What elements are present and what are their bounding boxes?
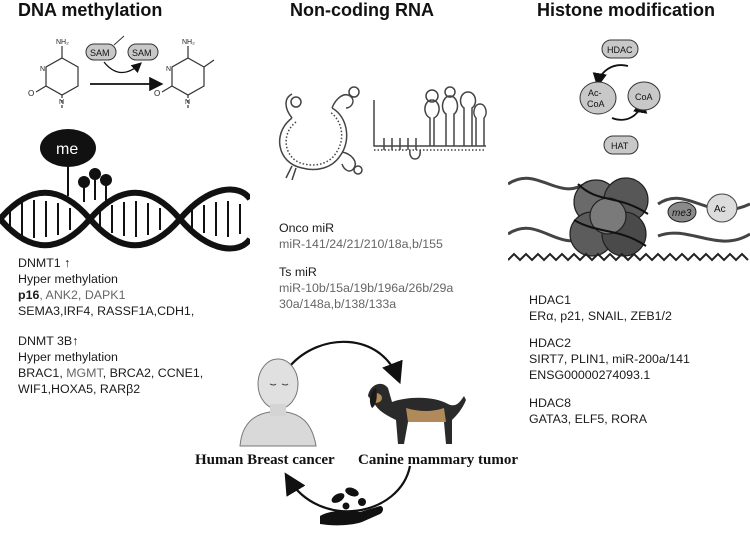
mirna-loop-structure — [278, 86, 363, 181]
methyl-lollipops — [78, 168, 112, 202]
title-histone-modification: Histone modification — [537, 0, 716, 20]
hand-pills-icon — [320, 487, 383, 526]
dnmt3b-genes-line2: WIF1,HOXA5, RARβ2 — [18, 382, 141, 396]
ts-mir-list-line1: miR-10b/15a/19b/196a/26b/29a — [279, 281, 454, 295]
n-label-right-top: N — [166, 66, 171, 73]
n-label-left-bottom: N — [59, 99, 64, 106]
acoa-label-line2: CoA — [587, 99, 605, 109]
histone-octamer — [569, 177, 649, 257]
me3-mark — [667, 201, 697, 223]
acoa-label-line1: Ac- — [588, 88, 602, 98]
dna-helix — [0, 186, 250, 252]
n-label-left-top: N — [40, 66, 45, 73]
hdac2-genes-line2: ENSG00000274093.1 — [529, 368, 651, 382]
dnmt3b-header: DNMT 3B↑ — [18, 334, 79, 348]
me3-label: me3 — [672, 208, 692, 219]
cycle-arrow-top — [592, 64, 629, 88]
coa-node — [627, 81, 661, 111]
hdac1-header: HDAC1 — [529, 293, 571, 307]
hdac-node — [601, 39, 639, 59]
hdac1-genes: ERα, p21, SNAIL, ZEB1/2 — [529, 309, 672, 323]
nh2-label-left: NH₂ — [56, 39, 69, 46]
title-dna-methylation: DNA methylation — [18, 0, 163, 20]
hat-node-label: HAT — [611, 141, 629, 151]
human-figure — [239, 358, 317, 447]
linker-dna — [508, 252, 749, 262]
ncrna-diagram — [278, 86, 487, 181]
dnmt1-genes-line2: SEMA3,IRF4, RASSF1A,CDH1, — [18, 304, 195, 318]
n-label-right-bottom: N — [185, 99, 190, 106]
hairpin-strand — [373, 86, 487, 160]
comparative-cycle-diagram — [239, 340, 466, 526]
cycle-arrow-lower — [284, 465, 412, 513]
histone-cycle-diagram: HDAC Ac- CoA CoA HAT — [579, 39, 661, 155]
human-breast-cancer-label: Human Breast cancer — [195, 452, 335, 468]
sam-node-left — [85, 43, 117, 61]
hdac8-header: HDAC8 — [529, 396, 571, 410]
o-label-right: O — [154, 89, 160, 98]
hat-node — [603, 135, 639, 155]
gene-brac1: BRAC1, — [18, 366, 67, 380]
o-label-left: O — [28, 89, 34, 98]
dnmt3b-subtitle: Hyper methylation — [18, 350, 118, 364]
onco-mir-header: Onco miR — [279, 221, 335, 235]
me-bubble — [40, 129, 96, 167]
gene-ank2: , ANK2, — [39, 288, 85, 302]
canine-mammary-tumor-label: Canine mammary tumor — [358, 452, 518, 468]
me-label: me — [56, 141, 78, 158]
sam-node-right — [127, 43, 159, 61]
onco-mir-list: miR-141/24/21/210/18a,b/155 — [279, 237, 443, 251]
acoa-node — [579, 81, 617, 115]
nh2-label-right: NH₂ — [182, 39, 195, 46]
hdac-node-label: HDAC — [607, 45, 633, 55]
ts-mir-list-line2: 30a/148a,b/138/133a — [279, 297, 397, 311]
coa-label: CoA — [635, 92, 653, 102]
sam-label-left: SAM — [90, 48, 110, 58]
dog-figure — [368, 383, 466, 444]
cytosine-molecule — [35, 46, 79, 109]
hdac2-genes-line1: SIRT7, PLIN1, miR-200a/141 — [529, 352, 690, 366]
ac-mark — [706, 193, 738, 223]
gene-brca2-ccne1: , BRCA2, CCNE1, — [102, 366, 204, 380]
dnmt1-subtitle: Hyper methylation — [18, 272, 118, 286]
cycle-arrow-upper — [289, 340, 403, 385]
hdac8-genes: GATA3, ELF5, RORA — [529, 412, 647, 426]
title-non-coding-rna: Non-coding RNA — [290, 0, 434, 20]
dna-methylation-diagram: NH₂ O N N SAM SAM NH₂ O N N me — [0, 35, 250, 252]
dnmt1-header: DNMT1 ↑ — [18, 256, 71, 270]
methylcytosine-molecule — [161, 46, 215, 109]
sam-label-right: SAM — [132, 48, 152, 58]
nucleosome-diagram: me3 Ac — [508, 176, 750, 262]
gene-p16: p16 — [18, 288, 40, 302]
ts-mir-header: Ts miR — [279, 265, 317, 279]
ac-label: Ac — [714, 204, 726, 215]
dnmt3b-genes-line1: BRAC1, MGMT, BRCA2, CCNE1, — [18, 366, 203, 382]
gene-dapk1: DAPK1 — [84, 288, 126, 302]
hdac2-header: HDAC2 — [529, 336, 571, 350]
dnmt1-genes-line1: p16, ANK2, DAPK1 — [18, 288, 125, 304]
methyl-transfer-arrow — [103, 61, 142, 74]
gene-mgmt: MGMT — [66, 366, 103, 380]
